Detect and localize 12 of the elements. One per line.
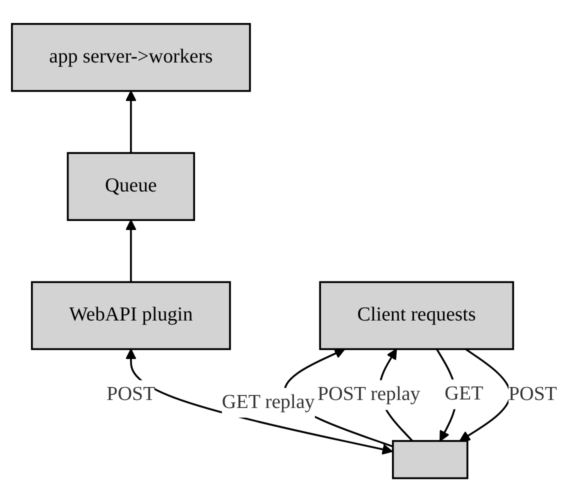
- node-box: Queue: [66, 152, 196, 221]
- edge-label: GET replay: [222, 392, 315, 413]
- node-box: [392, 440, 468, 480]
- edge-label: GET: [444, 383, 484, 404]
- edge-label: POST: [106, 384, 156, 405]
- node-box: app server->workers: [11, 22, 251, 92]
- edge-label: POST replay: [317, 384, 420, 405]
- node-box: Client requests: [319, 281, 514, 350]
- node-box: WebAPI plugin: [30, 281, 231, 350]
- arrow: [125, 90, 136, 153]
- arrow: [125, 219, 136, 282]
- edge-label: POST: [508, 384, 558, 405]
